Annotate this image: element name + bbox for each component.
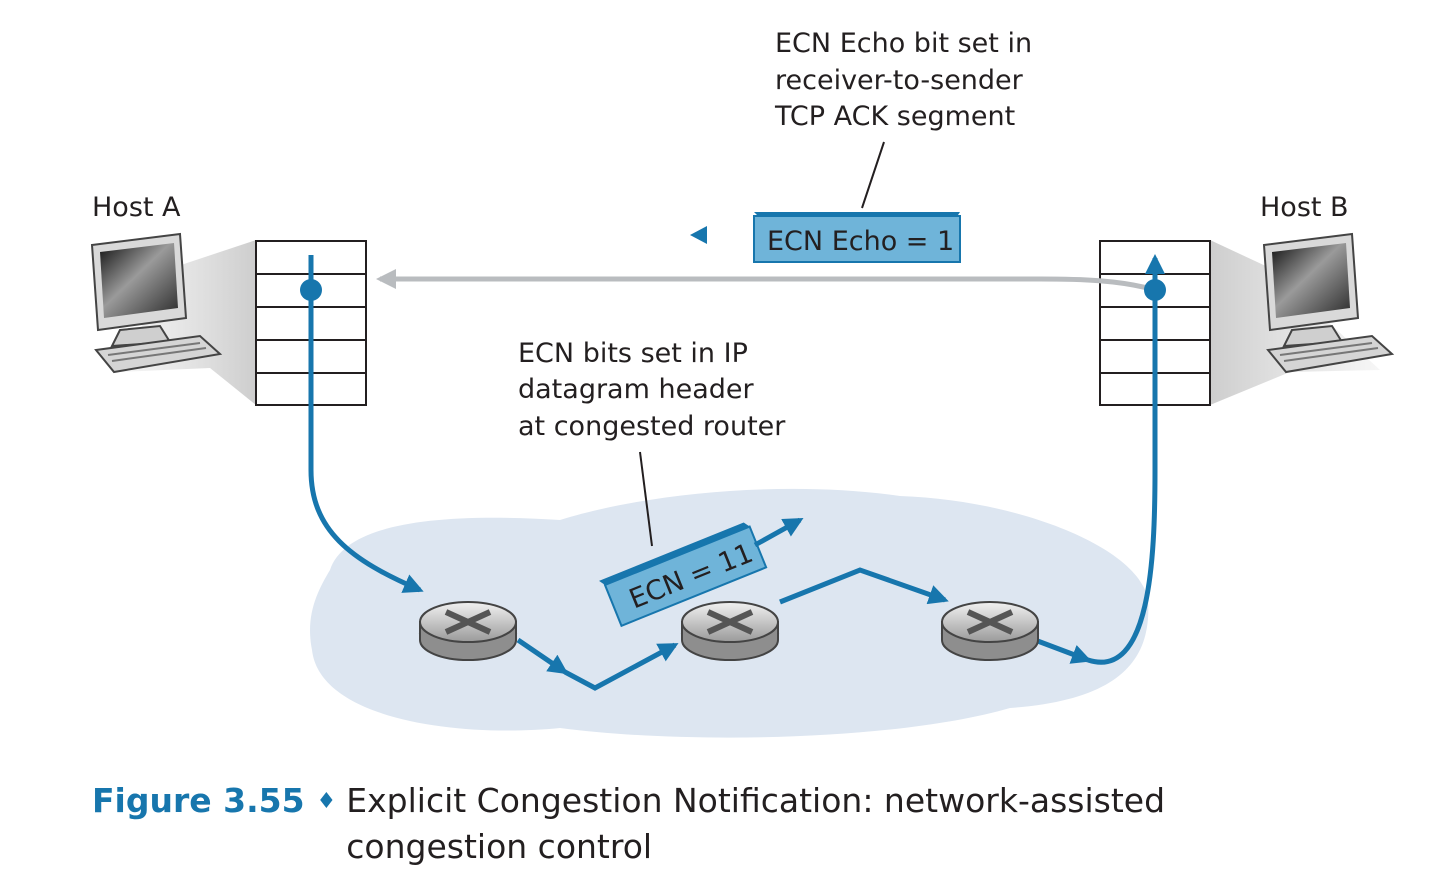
data-flow-path-r2-r3 (779, 567, 949, 605)
ecn-echo-note-line-2: receiver-to-sender (775, 65, 1024, 96)
figure-number: Figure 3.55 (92, 781, 305, 820)
ecn-echo-packet: ECN Echo = 1 (690, 212, 961, 263)
ecn-ip-note-line-1: ECN bits set in IP (518, 338, 748, 369)
ecn-echo-callout-line (861, 141, 885, 209)
host-a-label: Host A (92, 192, 181, 223)
ecn-ip-note-line-2: datagram header (518, 374, 755, 405)
caption-line-1: Explicit Congestion Notification: networ… (346, 781, 1166, 820)
host-b-transport-dot (1144, 279, 1166, 301)
data-flow-path-r1-r2 (563, 642, 679, 691)
ecn-echo-note-line-1: ECN Echo bit set in (775, 28, 1032, 59)
host-a-computer-icon (90, 232, 223, 374)
host-b-computer-icon (1262, 232, 1395, 374)
router-3-icon (940, 601, 1040, 661)
host-b-label: Host B (1260, 192, 1349, 223)
data-flow-path-b (1087, 254, 1165, 665)
figure-caption: Figure 3.55 ♦ Explicit Congestion Notific… (92, 778, 1392, 870)
ecn-echo-packet-label: ECN Echo = 1 (767, 226, 954, 257)
ecn-ip-callout-line (639, 451, 653, 547)
caption-separator-icon: ♦ (316, 789, 337, 814)
data-flow-path-r3 (1034, 637, 1092, 664)
host-a-transport-dot (300, 279, 322, 301)
ack-return-path (376, 269, 1156, 293)
data-flow-path-a (308, 255, 424, 593)
router-1-icon (418, 601, 518, 661)
ecn-echo-note-line-3: TCP ACK segment (774, 101, 1015, 132)
data-flow-path-r1 (516, 637, 569, 675)
ecn-ip-direction-arrow (753, 517, 804, 548)
ecn-ip-note-line-3: at congested router (518, 411, 786, 442)
caption-line-2: congestion control (346, 827, 653, 866)
router-2-icon (680, 601, 780, 661)
